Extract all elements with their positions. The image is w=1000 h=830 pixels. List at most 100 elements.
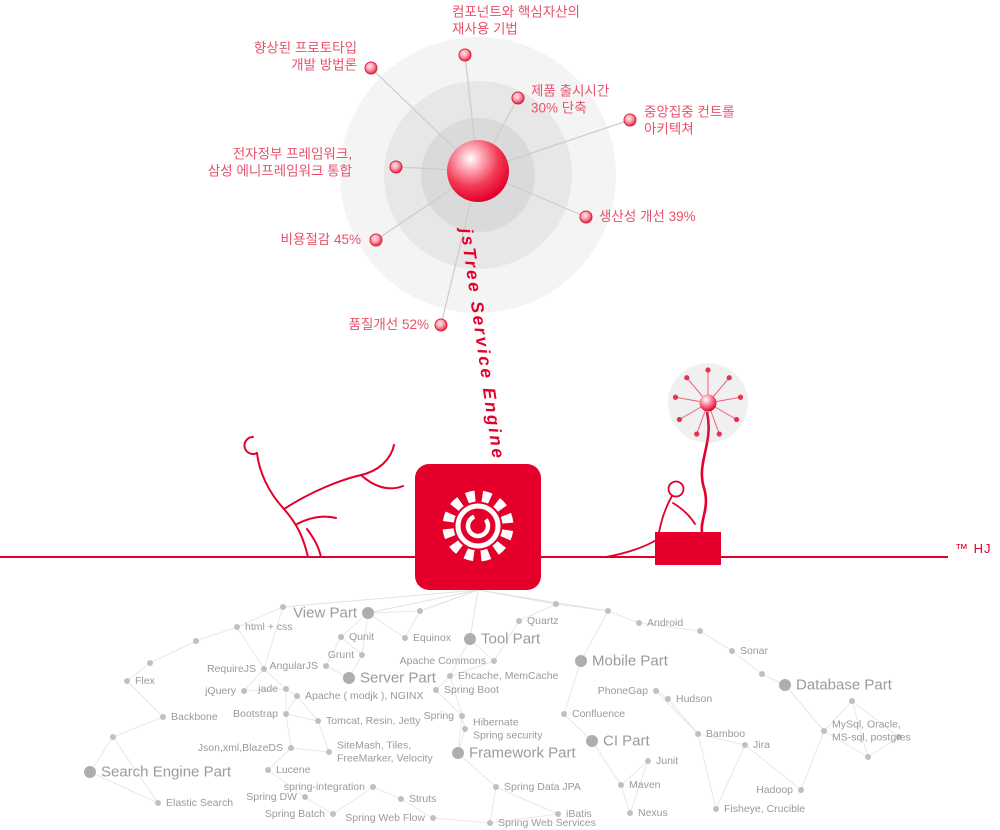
connector-line: [263, 606, 284, 670]
connector-line: [620, 784, 631, 814]
connector-line: [263, 668, 287, 690]
network-dot-tech: [561, 711, 567, 717]
benefit-dot-prototype: [364, 61, 378, 75]
network-dot-tech: [645, 758, 651, 764]
connector-line: [655, 690, 699, 735]
network-label-tech: Apache Commons: [399, 654, 486, 667]
benefit-dot-egov: [389, 160, 403, 174]
network-label-tech: Lucene: [276, 763, 311, 776]
network-label-tech: Sonar: [740, 644, 769, 657]
network-label-tech: Fisheye, Crucible: [724, 802, 806, 815]
connector-line: [489, 813, 559, 824]
network-dot-tech: [433, 687, 439, 693]
connector-line: [563, 660, 582, 715]
network-dot-tech: [491, 658, 497, 664]
connector-line: [149, 640, 197, 664]
network-dot-tech: [323, 663, 329, 669]
connector-line: [715, 744, 746, 810]
connector-line: [367, 612, 406, 639]
network-label-tech: Tomcat, Resin, Jetty: [326, 714, 421, 727]
network-dot-tech: [241, 688, 247, 694]
network-dot-tech: [729, 648, 735, 654]
network-label-tech: RequireJS: [206, 662, 256, 675]
connector-line: [867, 736, 900, 758]
connector-line: [823, 700, 853, 732]
connector-line: [112, 736, 159, 804]
connector-line: [744, 744, 802, 791]
network-dot-tech: [330, 811, 336, 817]
connector-line: [699, 630, 733, 652]
network-label-tech: Apache ( modjk ), NGINX: [305, 689, 424, 702]
network-label-tech: Flex: [135, 674, 155, 687]
connector-line: [400, 798, 434, 819]
benefit-dot-central-control: [623, 113, 637, 127]
dandelion-seed-dot: [737, 394, 744, 400]
dandelion-seed-dot: [716, 431, 722, 437]
network-label-tech: jQuery: [205, 684, 236, 697]
connector-line: [236, 606, 284, 628]
benefit-dot-cost: [369, 233, 383, 247]
connector-line: [580, 610, 609, 662]
connector-line: [317, 720, 330, 753]
benefit-label-time-to-market: 제품 출시시간 30% 단축: [531, 83, 610, 116]
network-label-tech: spring-integration: [283, 780, 365, 793]
network-label-part: Mobile Part: [592, 652, 668, 670]
connector-line: [620, 760, 649, 786]
network-edges: [89, 603, 900, 824]
network-dot-tech: [618, 782, 624, 788]
connector-line: [304, 796, 334, 815]
network-plain-dot: [110, 734, 116, 740]
network-label-tech: Spring Data JPA: [504, 780, 581, 793]
network-plain-dot: [605, 608, 611, 614]
connector-line: [367, 589, 479, 614]
gearbox-fan-lines: [282, 589, 609, 640]
network-label-tech: Qunit: [349, 630, 375, 643]
breakdancer-figure: [243, 436, 404, 558]
connector-line: [607, 610, 640, 624]
network-dot-tech: [516, 618, 522, 624]
benefit-label-cost: 비용절감 45%: [280, 231, 361, 247]
network-label-tech: Hudson: [676, 692, 713, 705]
benefit-label-quality: 품질개선 52%: [348, 316, 429, 332]
connector-line: [372, 786, 402, 800]
connector-line: [267, 747, 292, 771]
connector-line: [477, 589, 609, 612]
network-label-tech: Backbone: [171, 710, 218, 723]
connector-line: [290, 747, 330, 753]
network-dot-part: [586, 735, 598, 747]
connector-line: [457, 715, 463, 754]
network-label-tech: Spring Web Services: [498, 816, 596, 829]
connector-line: [495, 786, 559, 815]
network-dot-part: [464, 633, 476, 645]
benefit-dot-reuse: [458, 48, 472, 62]
network-plain-dot: [865, 754, 871, 760]
network-label-part: CI Part: [603, 732, 650, 750]
network-dot-tech: [462, 726, 468, 732]
network-label-tech: Spring DW: [246, 790, 297, 803]
network-label-tech: Spring Boot: [444, 683, 499, 696]
network-plain-dot: [697, 628, 703, 634]
network-label-tech: Spring: [423, 709, 454, 722]
network-dot-tech: [821, 728, 827, 734]
network-dot-tech: [283, 686, 289, 692]
network-plain-dot: [849, 698, 855, 704]
network-dot-tech: [636, 620, 642, 626]
network-label-tech: MySql, Oracle, MS-sql, postgres: [832, 718, 911, 744]
dandelion-seed-dot: [733, 416, 740, 423]
network-label-tech: Hadoop: [756, 783, 793, 796]
connector-line: [851, 700, 900, 738]
network-dot-tech: [713, 806, 719, 812]
network-label-part: Server Part: [360, 669, 436, 687]
connector-line: [667, 698, 699, 735]
network-dot-tech: [160, 714, 166, 720]
network-dot-tech: [487, 820, 493, 826]
network-dot-tech: [288, 745, 294, 751]
connector-line: [591, 740, 622, 786]
network-dot-tech: [124, 678, 130, 684]
network-dot-tech: [155, 800, 161, 806]
network-label-tech: Ehcache, MemCache: [458, 669, 559, 682]
network-plain-dot: [417, 608, 423, 614]
benefit-label-reuse: 컴포넌트와 핵심자산의 재사용 기법: [452, 4, 580, 37]
